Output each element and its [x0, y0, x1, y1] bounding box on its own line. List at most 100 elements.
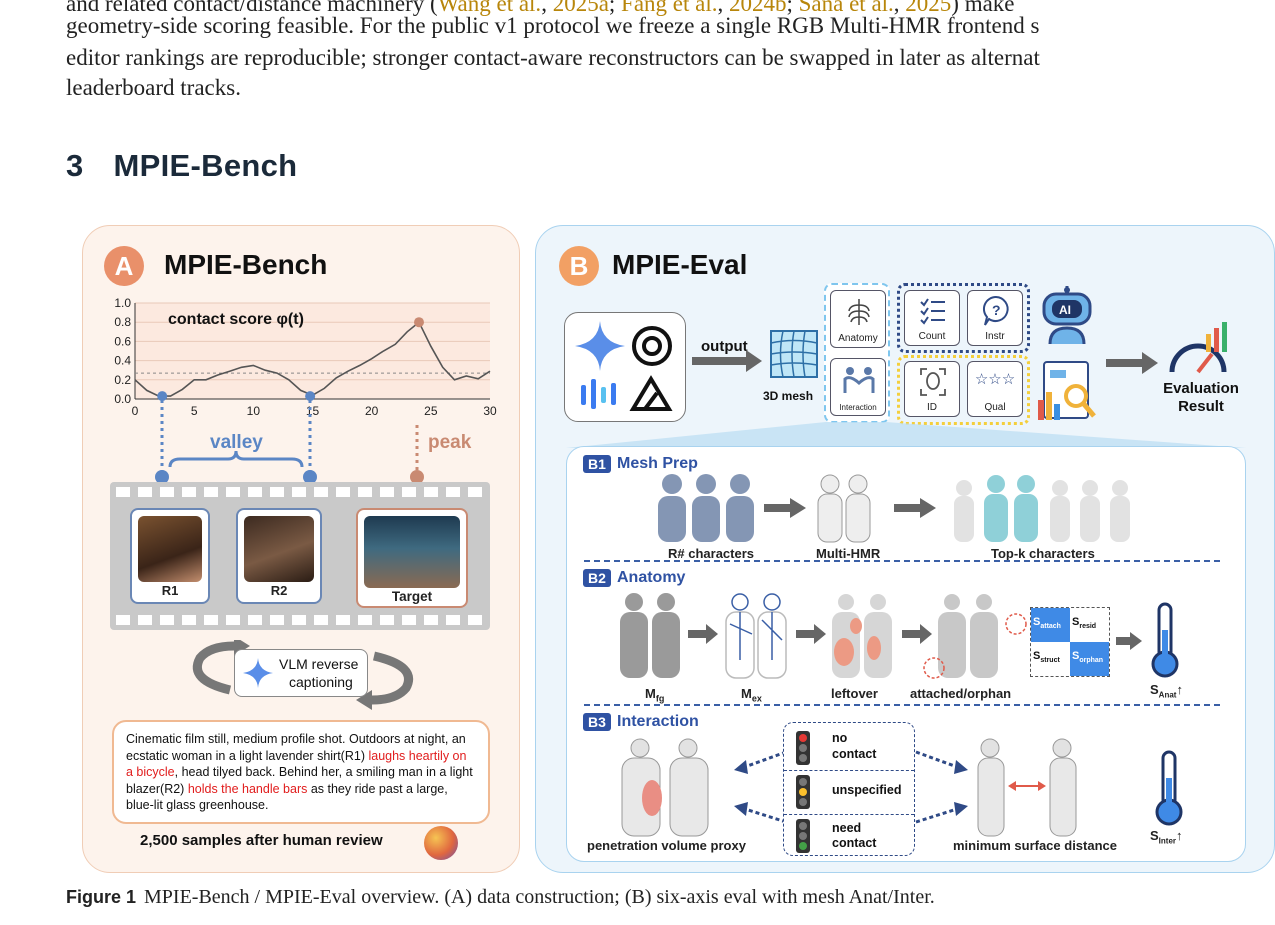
valley-label: valley	[210, 432, 263, 453]
editor-models-box	[564, 312, 686, 422]
arrow-right-arc	[371, 651, 413, 705]
axis-qual-label: Qual	[984, 402, 1006, 413]
penetration-label: penetration volume proxy	[587, 838, 746, 853]
evaluation-result-line-1: Evaluation	[1163, 380, 1239, 397]
question-bubble-icon: ?	[982, 295, 1009, 326]
contact-state-need-line-2: contact	[832, 836, 877, 850]
mesh-label: 3D mesh	[763, 389, 814, 403]
chart-x-tick-label: 25	[424, 404, 438, 418]
paragraph-line-4: leaderboard tracks.	[66, 75, 241, 100]
audio-bars-logo-icon	[581, 379, 616, 409]
frame-target-label: Target	[391, 589, 433, 604]
frame-r2-image	[244, 516, 314, 582]
matrix-s-struct: Sstruct	[1031, 642, 1070, 676]
chart-valley-marker	[305, 391, 316, 402]
b1-label-top-k: Top-k characters	[991, 546, 1095, 561]
text-axes-group	[897, 283, 1030, 353]
gauge-result-icon	[1169, 322, 1227, 374]
leftover-figures	[832, 594, 892, 678]
anatomy-score-matrix: Sattach Sresid Sstruct Sorphan	[1030, 607, 1110, 677]
matrix-s-resid: Sresid	[1070, 608, 1109, 642]
chart-x-tick-label: 0	[132, 404, 139, 418]
r-characters-figures	[658, 474, 754, 542]
b2-tag: B2	[583, 569, 611, 587]
contact-state-need-contact: need contact	[784, 817, 914, 857]
frame-r1-label: R1	[161, 583, 179, 598]
multi-hmr-meshes	[817, 474, 871, 543]
axis-count: Count	[904, 290, 960, 346]
panel-a-title: MPIE-Bench	[164, 249, 328, 280]
attached-orphan-figures	[923, 594, 1027, 679]
people-group-icon	[424, 826, 458, 860]
contact-state-need-line-1: need	[832, 821, 862, 835]
axis-instr: ? Instr	[967, 290, 1023, 346]
stars-icon: ☆☆☆	[974, 371, 1016, 388]
chart-x-tick-label: 10	[247, 404, 261, 418]
b2-label-leftover: leftover	[831, 686, 878, 701]
samples-note: 2,500 samples after human review	[140, 832, 383, 849]
gemini-logo-icon	[575, 321, 625, 371]
chart-y-tick-label: 0.8	[114, 315, 131, 329]
axis-anatomy: Anatomy	[830, 290, 886, 348]
axis-interaction-label: Interaction	[839, 403, 877, 412]
ai-label: AI	[1059, 303, 1071, 317]
axis-anatomy-label: Anatomy	[838, 333, 878, 344]
b1-tag: B1	[583, 455, 611, 473]
generated-caption-box: Cinematic film still, medium profile sho…	[112, 720, 490, 824]
figure-caption-text: MPIE-Bench / MPIE-Eval overview. (A) dat…	[144, 886, 935, 908]
dashed-arrows-left	[734, 750, 787, 824]
mesh-grid-icon	[770, 330, 818, 378]
interaction-thermometer-icon	[1155, 750, 1183, 826]
caption-text-3: as they ride past a large, blue-lit glas…	[126, 781, 448, 813]
frame-r1: R1	[130, 508, 210, 604]
anatomy-pipeline-illustration	[620, 593, 1027, 679]
caption-highlight-1: laughs heartily on a bicycle	[126, 748, 467, 780]
contact-state-unspecified-line-1: unspecified	[832, 783, 902, 797]
paragraph-line-1: and related contact/distance machinery (…	[66, 0, 1015, 16]
contact-state-no-line-1: no	[832, 731, 848, 745]
evaluation-result-line-2: Result	[1178, 398, 1224, 415]
matrix-to-thermometer-arrow	[1116, 632, 1142, 650]
m-ex-skeleton	[725, 593, 787, 679]
section-title: MPIE-Bench	[113, 148, 298, 183]
traffic-light-green-icon	[796, 819, 810, 853]
image-axes-group	[897, 355, 1030, 425]
caption-text-1: Cinematic film still, medium profile sho…	[126, 732, 466, 763]
chart-x-tick-label: 30	[483, 404, 497, 418]
vlm-label-line-1: VLM reverse	[279, 656, 359, 672]
chart-x-tick-label: 5	[191, 404, 198, 418]
matrix-s-orphan: Sorphan	[1070, 642, 1109, 676]
b1-title: Mesh Prep	[617, 455, 698, 472]
axis-id: ID	[904, 361, 960, 417]
arrow-left-arc	[192, 641, 235, 695]
anatomy-thermometer-icon	[1151, 602, 1179, 678]
b2-label-m-ex: Mex	[741, 686, 762, 704]
contact-state-no-contact: no contact	[784, 729, 914, 769]
openai-logo-icon	[632, 326, 672, 366]
chart-y-tick-label: 1.0	[114, 298, 131, 310]
reverse-captioning-arrows	[192, 640, 413, 710]
ribcage-icon	[848, 299, 870, 325]
triangle-logo-icon	[629, 375, 673, 411]
matrix-s-attach: Sattach	[1031, 608, 1070, 642]
dashed-arrows-right	[915, 750, 968, 824]
panel-b-title: MPIE-Eval	[612, 249, 748, 280]
b3-tag: B3	[583, 713, 611, 731]
panel-a-badge: A	[104, 246, 144, 286]
contact-state-unspecified: unspecified	[784, 773, 914, 813]
valley-dot-2	[303, 470, 317, 484]
output-arrow	[692, 350, 762, 372]
contact-states-box: no contact unspecified need contact	[783, 722, 915, 856]
b1-label-multi-hmr: Multi-HMR	[816, 546, 881, 561]
peak-dot	[410, 470, 424, 484]
detail-funnel	[566, 422, 1246, 448]
panel-b-badge: B	[559, 246, 599, 286]
frame-r2-label: R2	[270, 583, 288, 598]
axis-instr-label: Instr	[985, 331, 1005, 342]
result-arrow	[1106, 352, 1158, 374]
mesh-prep-illustration	[658, 474, 1130, 543]
figure-caption-label: Figure 1	[66, 887, 137, 907]
b1-b2-separator	[584, 560, 1220, 562]
